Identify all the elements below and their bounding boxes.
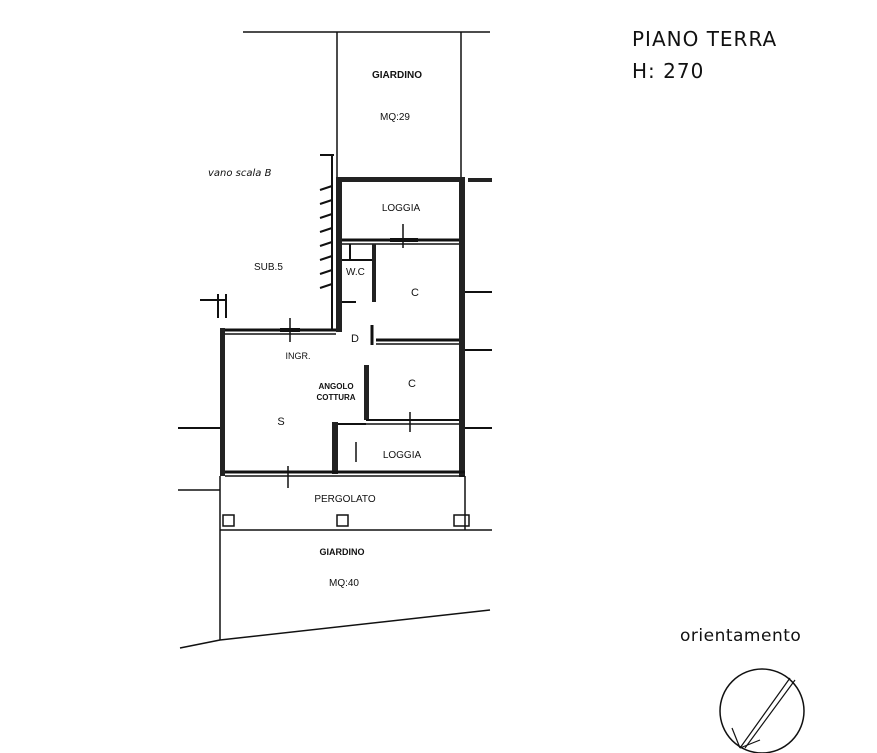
loggia-bottom-label: LOGGIA [383,450,422,461]
floor-height: H: 270 [632,59,704,83]
north-arrow-icon [719,668,805,753]
garden-top-label: GIARDINO [372,70,422,81]
orientation-label: orientamento [680,626,801,646]
entrance-label: INGR. [285,351,310,361]
bedroom-2-label: C [408,378,416,390]
living-label: S [277,416,284,428]
garden-top-area-label: MQ:29 [380,112,410,123]
entrance-d-label: D [351,333,359,345]
pergola-label: PERGOLATO [314,494,376,505]
loggia-top-label: LOGGIA [382,203,421,214]
pergola-area [219,476,492,640]
garden-bottom-area [179,609,491,649]
apartment-walls [178,177,492,491]
kitchen-label-2: COTTURA [316,393,355,402]
stair-label: vano scala B [208,168,272,179]
garden-bottom-label: GIARDINO [320,547,365,557]
bedroom-1-label: C [411,287,419,299]
garden-bottom-area-label: MQ:40 [329,578,359,589]
garden-top-area [243,31,490,178]
stair-hatch [319,154,334,330]
sub-label: SUB.5 [254,262,283,273]
floor-title: PIANO TERRA [632,27,777,51]
wc-label: W.C [346,267,365,278]
kitchen-label-1: ANGOLO [318,382,353,391]
